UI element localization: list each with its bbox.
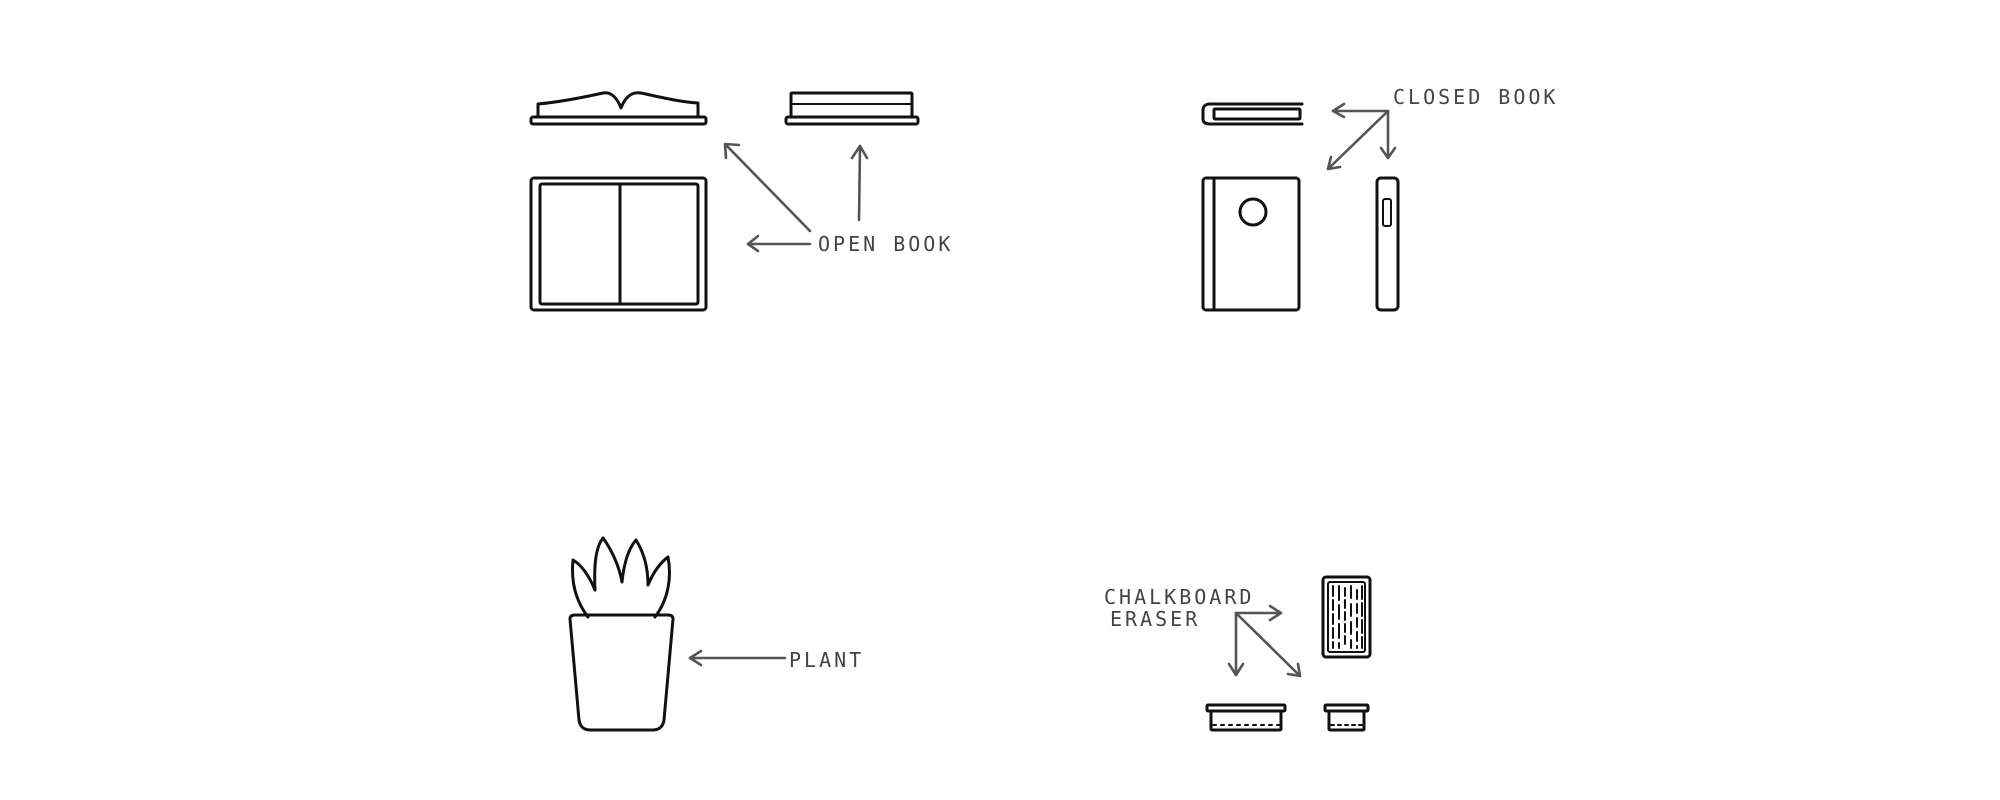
closed-book-front-view bbox=[1201, 176, 1301, 312]
open-book-arrow-diagonal bbox=[723, 142, 812, 233]
closed-book-arrow-left bbox=[1331, 102, 1390, 119]
chalkboard-eraser-label-line2: ERASER bbox=[1110, 607, 1200, 631]
plant-pot bbox=[568, 613, 675, 732]
open-book-arrow-left bbox=[746, 234, 812, 253]
chalkboard-eraser-label-line1: CHALKBOARD bbox=[1104, 585, 1254, 609]
chalkboard-eraser-long-side-view bbox=[1205, 703, 1287, 732]
chalkboard-eraser-arrow-down bbox=[1227, 611, 1245, 677]
chalkboard-eraser-top-view bbox=[1321, 575, 1372, 659]
chalkboard-eraser-felt-texture bbox=[1332, 585, 1363, 649]
plant-drawing bbox=[568, 536, 675, 732]
closed-book-side-view bbox=[1201, 102, 1304, 126]
closed-book-spine-view bbox=[1375, 176, 1400, 312]
plant-group: PLANT bbox=[568, 536, 864, 732]
closed-book-cover-emblem bbox=[1238, 197, 1268, 227]
chalkboard-eraser-arrow-diagonal bbox=[1234, 611, 1302, 678]
plant-label: PLANT bbox=[789, 648, 864, 672]
open-book-group: OPEN BOOK bbox=[529, 91, 953, 312]
chalkboard-eraser-group: CHALKBOARD ERASER bbox=[1104, 575, 1372, 732]
closed-book-arrow-down bbox=[1379, 109, 1397, 160]
plant-leaves bbox=[571, 536, 671, 619]
open-book-top-view bbox=[529, 176, 708, 312]
closed-book-label: CLOSED BOOK bbox=[1393, 85, 1558, 109]
open-book-stack-view bbox=[784, 91, 920, 126]
open-book-side-view bbox=[529, 91, 708, 126]
chalkboard-eraser-arrow-right bbox=[1234, 604, 1283, 622]
plant-arrow-left bbox=[688, 649, 787, 667]
chalkboard-eraser-short-side-view bbox=[1323, 703, 1370, 732]
open-book-label: OPEN BOOK bbox=[818, 232, 953, 256]
closed-book-group: CLOSED BOOK bbox=[1201, 85, 1558, 312]
open-book-arrow-up bbox=[850, 144, 869, 222]
closed-book-arrow-diagonal bbox=[1326, 109, 1390, 171]
